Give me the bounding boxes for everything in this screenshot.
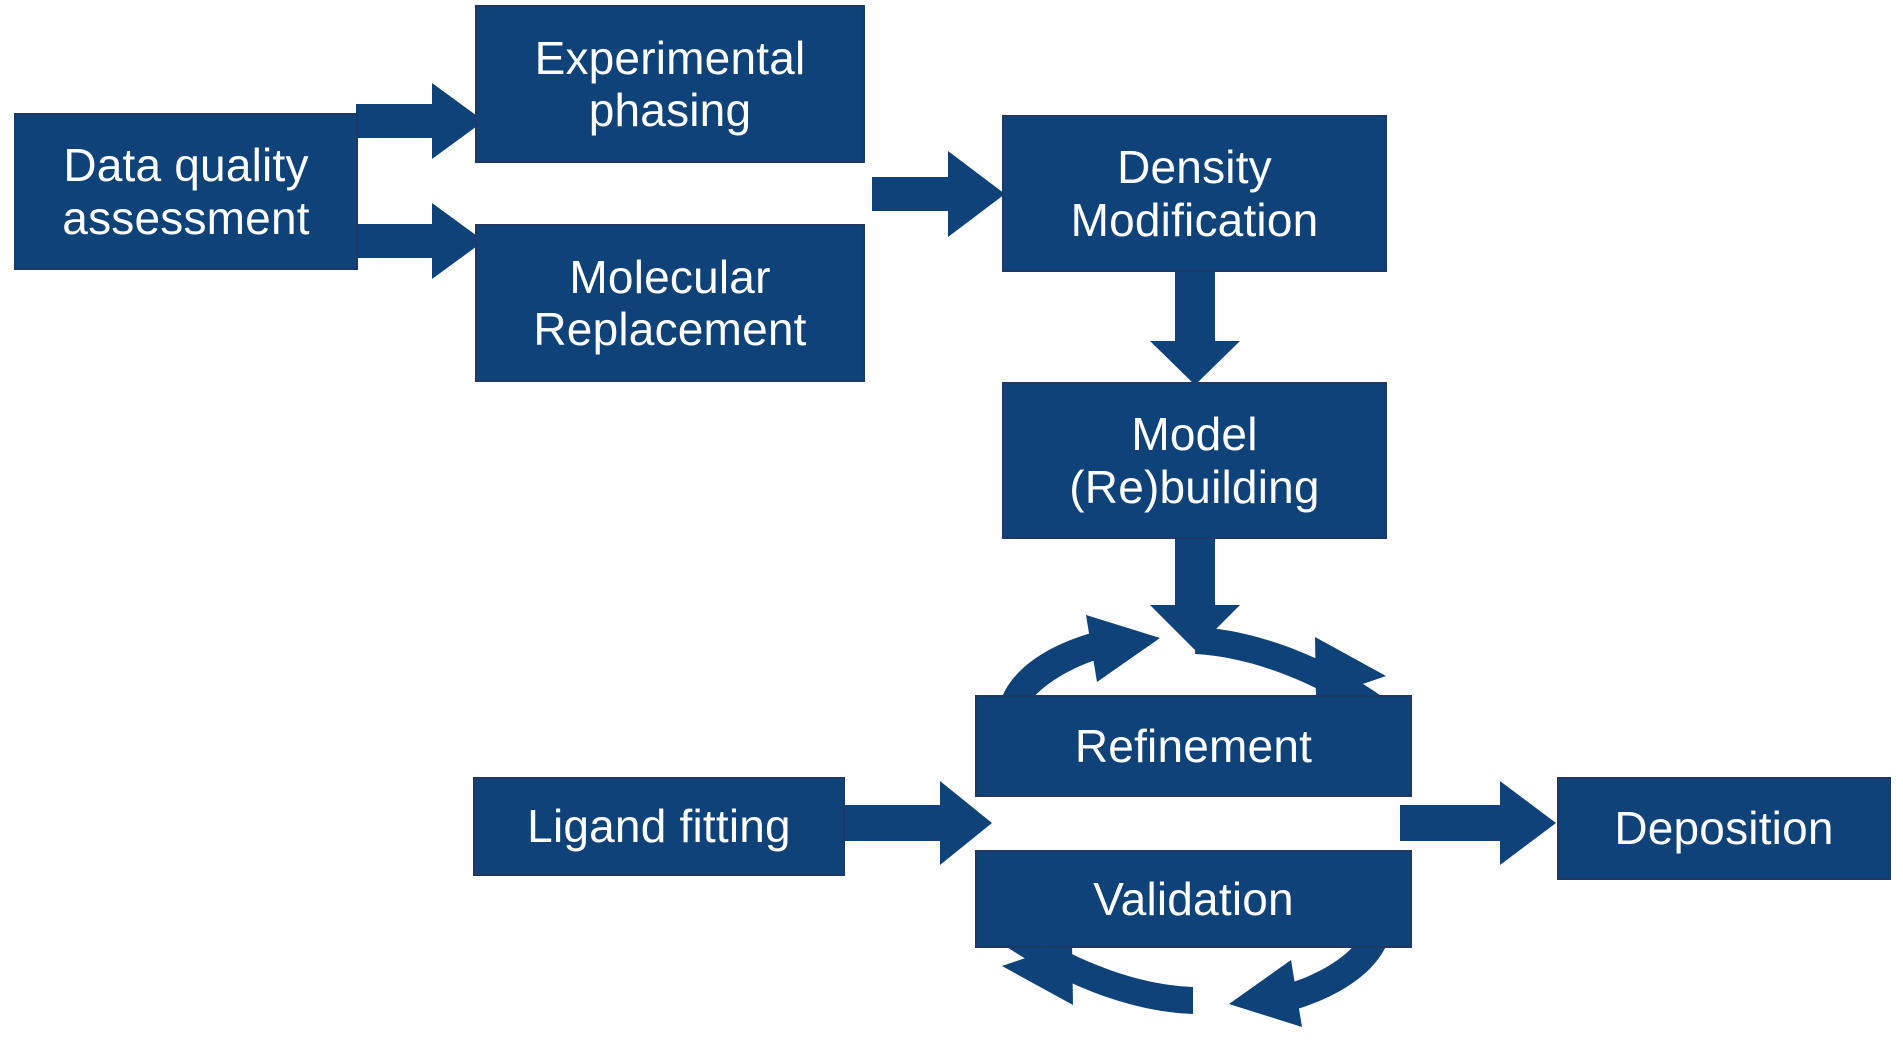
node-refinement[interactable]: Refinement — [975, 695, 1412, 797]
node-molecular-replacement[interactable]: Molecular Replacement — [475, 224, 865, 382]
arrow-validation-to-deposition — [1400, 781, 1556, 865]
node-ligand-fitting[interactable]: Ligand fitting — [473, 777, 845, 876]
arrow-ligand-fitting-to-refinement — [843, 781, 992, 865]
node-density-modification[interactable]: Density Modification — [1002, 115, 1387, 272]
arrow-data-quality-to-experimental-phasing — [356, 83, 484, 159]
node-model-rebuilding[interactable]: Model (Re)building — [1002, 382, 1387, 539]
arrow-phasing-to-density-modification — [872, 151, 1005, 237]
arrow-model-rebuilding-to-refinement — [1150, 538, 1240, 650]
arrow-data-quality-to-molecular-replacement — [356, 203, 484, 279]
node-experimental-phasing[interactable]: Experimental phasing — [475, 5, 865, 163]
node-validation[interactable]: Validation — [975, 850, 1412, 948]
node-deposition[interactable]: Deposition — [1557, 777, 1891, 880]
arrow-density-modification-to-model-rebuilding — [1150, 272, 1240, 385]
node-data-quality-assessment[interactable]: Data quality assessment — [14, 113, 358, 270]
